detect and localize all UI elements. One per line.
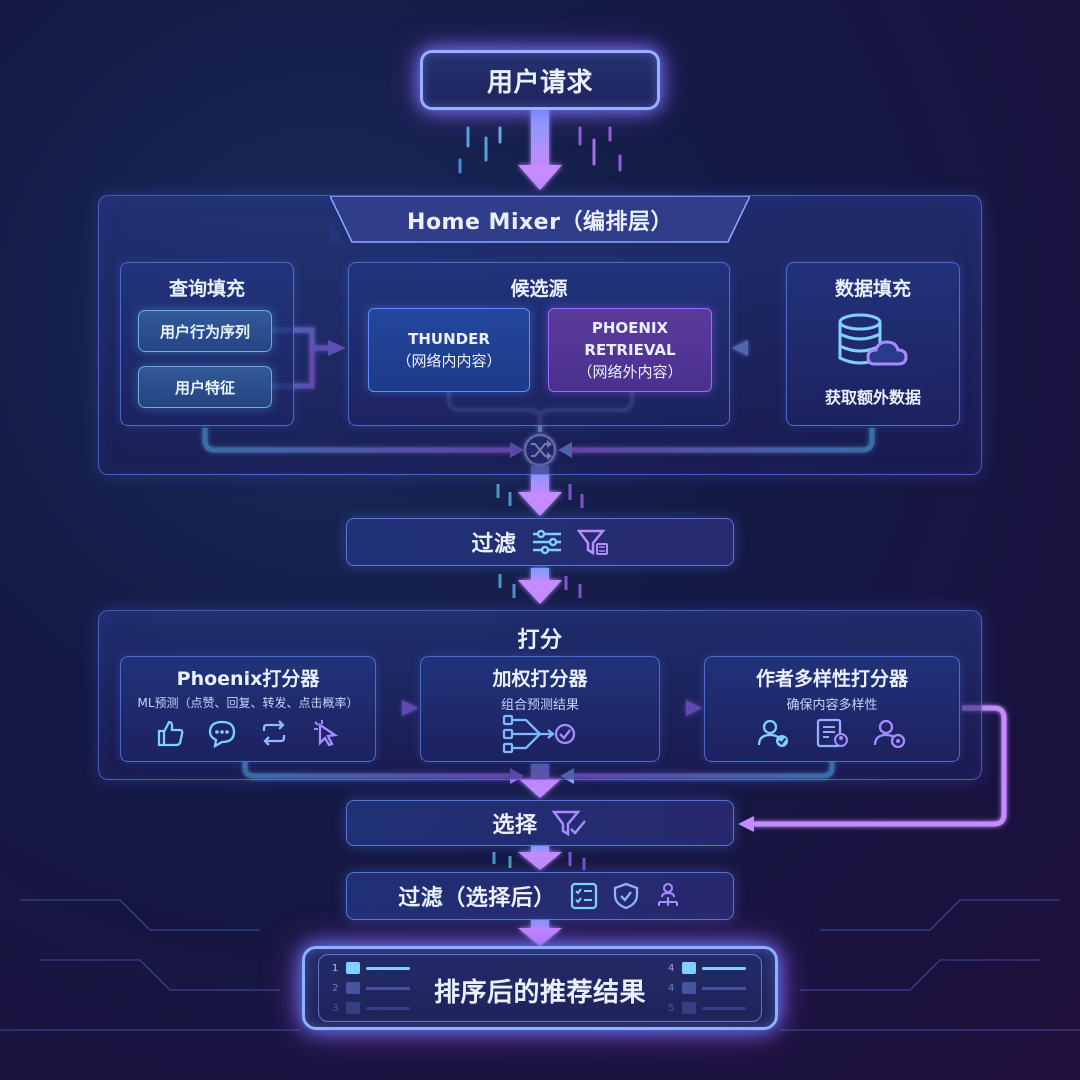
arrow-filter2-to-result bbox=[518, 920, 562, 946]
decor-dashes-mid2 bbox=[498, 574, 582, 598]
home-mixer-title: Home Mixer（编排层） bbox=[407, 210, 673, 235]
filter-list-icon bbox=[576, 529, 608, 556]
arrow-top-to-mixer bbox=[518, 110, 562, 190]
user-settings-icon bbox=[873, 719, 906, 748]
thunder-name: THUNDER bbox=[408, 330, 490, 348]
thunder-source[interactable]: THUNDER （网络内内容） bbox=[368, 308, 530, 392]
select-label: 选择 bbox=[492, 813, 538, 838]
phoenix-sub: （网络外内容） bbox=[577, 363, 683, 381]
result-list-right: 4 4 5 bbox=[668, 958, 758, 1020]
user-network-icon bbox=[657, 883, 678, 906]
sliders-icon bbox=[532, 529, 561, 555]
repost-icon bbox=[262, 720, 286, 746]
list-item: 4 bbox=[668, 958, 758, 978]
diversity-scorer-title: 作者多样性打分器 bbox=[755, 668, 908, 690]
weighted-scorer-title: 加权打分器 bbox=[492, 668, 588, 690]
data-fill-card[interactable] bbox=[786, 262, 960, 426]
thunder-sub: （网络内内容） bbox=[396, 352, 502, 370]
filter-stage[interactable]: 过滤 bbox=[346, 518, 734, 566]
decor-dashes-mid3 bbox=[492, 852, 586, 870]
arrow-filter-to-scoring bbox=[518, 568, 562, 604]
query-fill-title: 查询填充 bbox=[168, 278, 245, 300]
candidate-source-title: 候选源 bbox=[510, 278, 568, 300]
phoenix-name-line1: PHOENIX bbox=[591, 319, 669, 337]
query-item-label: 用户行为序列 bbox=[159, 322, 250, 341]
shield-check-icon bbox=[613, 882, 638, 910]
post-select-filter-label: 过滤（选择后） bbox=[398, 886, 556, 911]
list-item: 2 bbox=[332, 978, 422, 998]
diversity-scorer-icons bbox=[704, 718, 960, 748]
document-user-icon bbox=[816, 718, 848, 748]
phoenix-name-line2: RETRIEVAL bbox=[584, 341, 676, 359]
merge-flow-icon bbox=[502, 714, 576, 754]
decor-dashes-top bbox=[458, 126, 622, 174]
decor-circuits bbox=[0, 899, 1080, 1031]
diversity-scorer-card[interactable] bbox=[704, 656, 960, 762]
phoenix-retrieval-source[interactable]: PHOENIX RETRIEVAL （网络外内容） bbox=[548, 308, 712, 392]
user-verified-icon bbox=[757, 719, 788, 747]
arrow-select-to-filter2 bbox=[518, 846, 562, 870]
home-mixer-header-shape bbox=[330, 196, 750, 243]
query-item-label: 用户特征 bbox=[174, 378, 235, 397]
query-item-user-features[interactable]: 用户特征 bbox=[138, 366, 272, 408]
select-stage[interactable]: 选择 bbox=[346, 800, 734, 846]
phoenix-scorer-icons bbox=[120, 718, 376, 748]
database-cloud-icon bbox=[838, 313, 908, 366]
arrowhead-diversity bbox=[738, 816, 754, 832]
user-request-node[interactable]: 用户请求 bbox=[420, 50, 660, 110]
rank-number: 4 bbox=[668, 962, 675, 974]
phoenix-scorer-sub: ML预测（点赞、回复、转发、点击概率） bbox=[137, 696, 359, 710]
weighted-scorer-card[interactable] bbox=[420, 656, 660, 762]
filter-label: 过滤 bbox=[471, 532, 517, 557]
filter-check-icon bbox=[551, 810, 586, 837]
result-list-left: 1 2 3 bbox=[332, 958, 422, 1020]
data-fill-sub: 获取额外数据 bbox=[824, 388, 921, 407]
list-item: 3 bbox=[332, 998, 422, 1018]
user-request-label: 用户请求 bbox=[486, 67, 593, 98]
rank-number: 1 bbox=[332, 962, 339, 974]
rank-number: 2 bbox=[332, 982, 339, 994]
comment-icon bbox=[208, 720, 236, 748]
scoring-title: 打分 bbox=[517, 628, 563, 653]
diversity-scorer-sub: 确保内容多样性 bbox=[786, 698, 878, 713]
post-select-filter-stage[interactable]: 过滤（选择后） bbox=[346, 872, 734, 920]
rank-number: 3 bbox=[332, 1002, 339, 1014]
list-item: 4 bbox=[668, 978, 758, 998]
result-inner-frame bbox=[318, 954, 762, 1022]
rank-number: 4 bbox=[668, 982, 675, 994]
rank-number: 5 bbox=[668, 1002, 675, 1014]
checklist-icon bbox=[570, 882, 597, 910]
thumbs-up-icon bbox=[157, 720, 184, 747]
wire-diversity-to-select bbox=[752, 705, 1007, 827]
decor-dashes-mid1 bbox=[496, 484, 584, 508]
weighted-scorer-sub: 组合预测结果 bbox=[500, 698, 579, 713]
click-cursor-icon bbox=[314, 720, 339, 747]
list-item: 5 bbox=[668, 998, 758, 1018]
result-label: 排序后的推荐结果 bbox=[433, 978, 646, 1008]
data-fill-title: 数据填充 bbox=[834, 278, 911, 300]
query-item-behavior-sequence[interactable]: 用户行为序列 bbox=[138, 310, 272, 352]
list-item: 1 bbox=[332, 958, 422, 978]
phoenix-scorer-title: Phoenix打分器 bbox=[176, 668, 320, 690]
